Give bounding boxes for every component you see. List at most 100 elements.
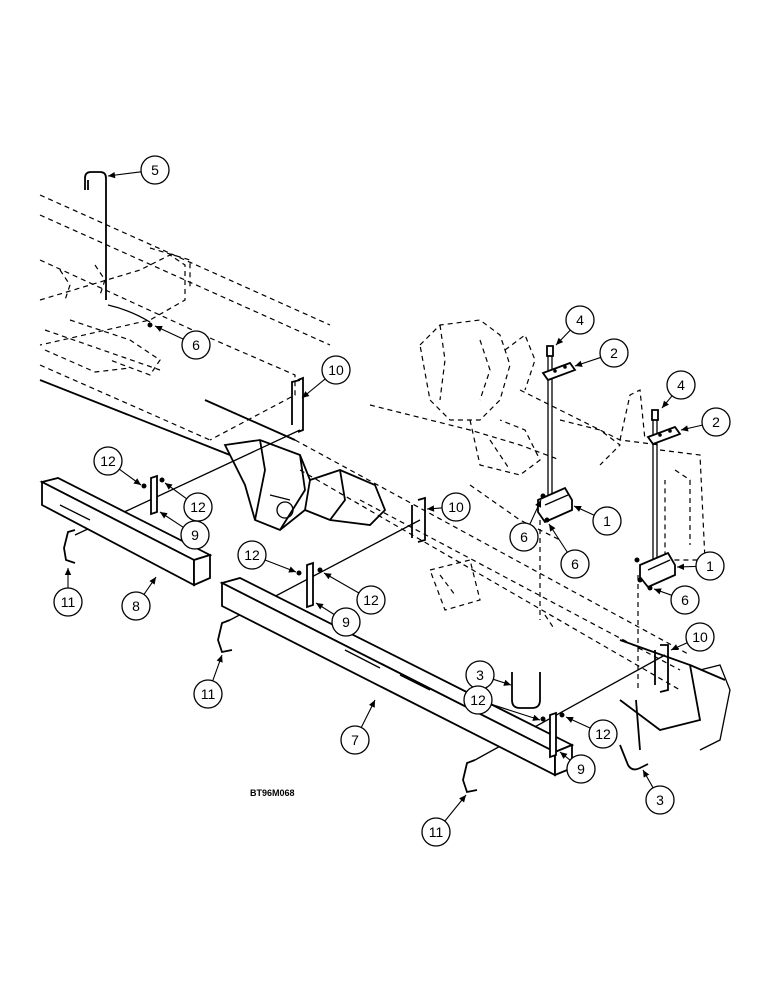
leader-arrowhead bbox=[165, 483, 173, 490]
callout-number: 3 bbox=[476, 667, 484, 683]
callout-number: 10 bbox=[448, 499, 464, 515]
callout-4: 4 bbox=[555, 305, 595, 346]
callout-number: 8 bbox=[132, 598, 140, 614]
callout-8: 8 bbox=[121, 576, 157, 621]
callout-4: 4 bbox=[661, 370, 696, 409]
leader-arrowhead bbox=[556, 337, 564, 345]
leader-arrowhead bbox=[64, 568, 72, 575]
leader-arrowhead bbox=[574, 505, 582, 512]
callout-circle bbox=[93, 446, 123, 476]
callout-circle bbox=[645, 785, 675, 815]
callout-number: 6 bbox=[681, 592, 689, 608]
callout-10: 10 bbox=[426, 492, 471, 522]
callout-12: 12 bbox=[463, 685, 541, 721]
callout-10: 10 bbox=[670, 622, 715, 652]
callout-1: 1 bbox=[676, 551, 725, 581]
leader-arrowhead bbox=[671, 644, 679, 651]
callout-circle bbox=[121, 591, 151, 621]
callout-number: 2 bbox=[610, 345, 618, 361]
leader-arrowhead bbox=[560, 752, 568, 759]
callout-circle bbox=[701, 407, 731, 437]
callout-12: 12 bbox=[237, 540, 297, 573]
callout-circle bbox=[331, 607, 361, 637]
callout-circle bbox=[509, 522, 539, 552]
callout-number: 11 bbox=[61, 594, 76, 610]
leader-arrowhead bbox=[681, 425, 689, 432]
callout-circle bbox=[695, 551, 725, 581]
callout-number: 11 bbox=[201, 686, 216, 702]
callout-number: 7 bbox=[351, 732, 359, 748]
callout-circle bbox=[588, 719, 618, 749]
leader-arrowhead bbox=[566, 717, 574, 723]
callout-12: 12 bbox=[565, 716, 618, 749]
callout-number: 10 bbox=[328, 362, 344, 378]
left-mount-bracket bbox=[223, 439, 387, 532]
callout-6: 6 bbox=[653, 585, 700, 615]
callout-3: 3 bbox=[465, 660, 512, 690]
callout-7: 7 bbox=[340, 699, 376, 755]
callout-circle bbox=[356, 585, 386, 615]
toolbar-beam bbox=[39, 379, 731, 751]
callout-number: 10 bbox=[692, 629, 708, 645]
callout-circle bbox=[140, 155, 170, 185]
leader-line bbox=[491, 703, 541, 721]
callout-number: 4 bbox=[677, 377, 685, 393]
callout-circle bbox=[237, 540, 267, 570]
callout-number: 6 bbox=[192, 337, 200, 353]
callout-2: 2 bbox=[680, 407, 731, 437]
hook-bolts-11 bbox=[63, 529, 478, 794]
callout-number: 6 bbox=[520, 529, 528, 545]
drawing-code: BT96M068 bbox=[250, 788, 295, 798]
leader-arrowhead bbox=[302, 391, 310, 398]
straps-and-nuts bbox=[141, 474, 565, 759]
clamp-brackets bbox=[537, 486, 676, 591]
callout-number: 9 bbox=[342, 614, 350, 630]
callout-number: 11 bbox=[429, 824, 444, 840]
callout-11: 11 bbox=[421, 794, 467, 847]
callout-circle bbox=[566, 754, 596, 784]
callout-12: 12 bbox=[93, 446, 142, 486]
leader-arrowhead bbox=[643, 770, 650, 778]
leader-arrowhead bbox=[427, 505, 435, 512]
leader-arrowhead bbox=[133, 478, 141, 485]
leader-arrowhead bbox=[677, 563, 685, 570]
leader-arrowhead bbox=[532, 714, 540, 721]
u-bolts-10 bbox=[291, 376, 669, 693]
callout-10: 10 bbox=[301, 355, 351, 399]
callout-6: 6 bbox=[509, 499, 542, 552]
leader-arrowhead bbox=[288, 566, 296, 573]
leader-arrowhead bbox=[316, 603, 324, 610]
callout-6: 6 bbox=[548, 523, 590, 579]
callout-circle bbox=[340, 725, 370, 755]
tube-bar-8 bbox=[39, 477, 213, 587]
callout-number: 12 bbox=[595, 726, 611, 742]
callout-circle bbox=[666, 370, 696, 400]
leader-arrowhead bbox=[324, 573, 332, 580]
callout-12: 12 bbox=[164, 482, 213, 522]
callout-number: 12 bbox=[470, 692, 486, 708]
callout-number: 12 bbox=[190, 499, 206, 515]
callout-2: 2 bbox=[574, 338, 629, 368]
callout-11: 11 bbox=[53, 568, 83, 617]
bolts-and-plates bbox=[541, 345, 682, 446]
callout-9: 9 bbox=[159, 511, 210, 550]
leader-arrowhead bbox=[654, 588, 662, 595]
callout-number: 1 bbox=[603, 513, 611, 529]
leader-arrowhead bbox=[662, 400, 669, 408]
callout-circle bbox=[321, 355, 351, 385]
callout-circle bbox=[193, 679, 223, 709]
callout-circle bbox=[180, 520, 210, 550]
left-frame-section bbox=[39, 194, 331, 441]
callout-number: 6 bbox=[571, 556, 579, 572]
leader-arrowhead bbox=[149, 577, 156, 585]
callout-1: 1 bbox=[573, 505, 622, 536]
callout-circle bbox=[592, 506, 622, 536]
callout-circle bbox=[463, 685, 493, 715]
callout-6: 6 bbox=[154, 325, 211, 360]
callout-circle bbox=[685, 622, 715, 652]
callout-circle bbox=[670, 585, 700, 615]
callout-circle bbox=[599, 338, 629, 368]
callout-number: 12 bbox=[363, 592, 379, 608]
callout-number: 12 bbox=[100, 453, 116, 469]
